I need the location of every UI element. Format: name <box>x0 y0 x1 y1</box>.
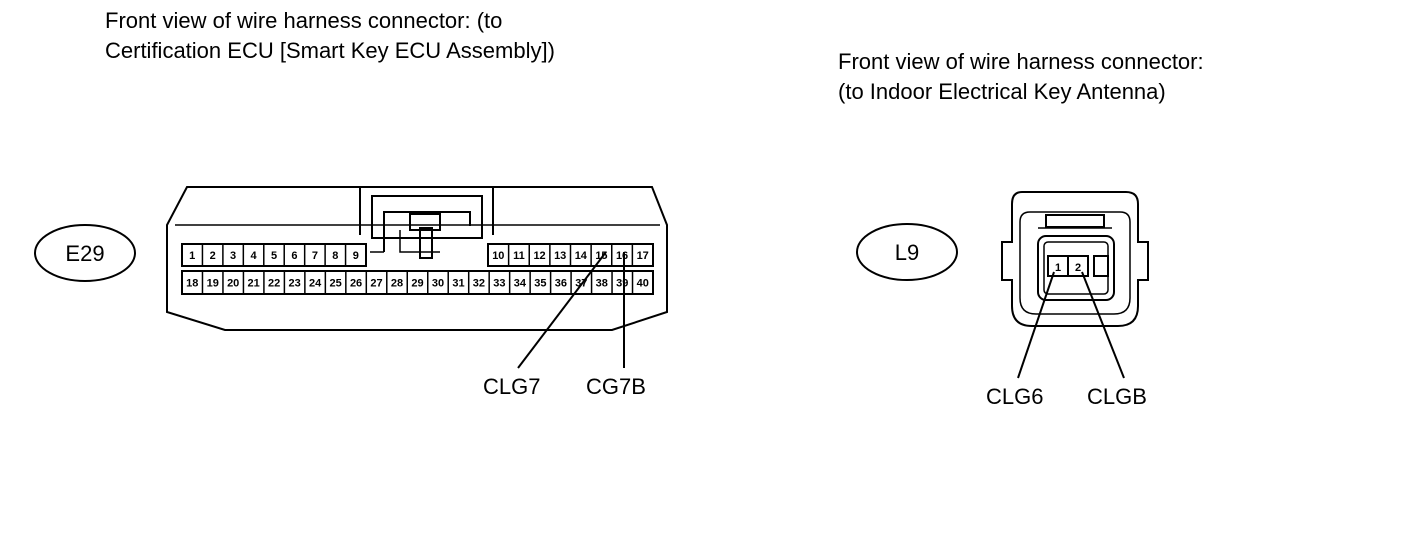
e29-pin-22: 22 <box>268 278 280 290</box>
e29-pin-11: 11 <box>513 250 525 262</box>
e29-wire-label-cg7b: CG7B <box>586 374 646 399</box>
l9-pin-2-box <box>1067 255 1089 277</box>
e29-pin-24: 24 <box>309 278 322 290</box>
e29-pin-38: 38 <box>596 278 608 290</box>
e29-pin-23: 23 <box>289 278 301 290</box>
right-connector-title: Front view of wire harness connector: (t… <box>838 47 1204 107</box>
e29-lower-block <box>181 270 654 295</box>
e29-pin-31: 31 <box>452 278 464 290</box>
e29-pin-6: 6 <box>291 250 297 262</box>
e29-code: E29 <box>65 241 104 266</box>
e29-pin-26: 26 <box>350 278 362 290</box>
e29-pin-19: 19 <box>207 278 219 290</box>
e29-badge-outline <box>34 224 136 282</box>
e29-pin-1: 1 <box>189 250 195 262</box>
e29-latch-sides <box>359 187 494 235</box>
e29-pin-39: 39 <box>616 278 628 290</box>
l9-leader-clg6 <box>1017 271 1055 379</box>
e29-pin-34: 34 <box>514 278 527 290</box>
l9-leader-clgb <box>1081 271 1125 379</box>
e29-upper-left-block <box>181 243 367 267</box>
e29-pin-25: 25 <box>329 278 341 290</box>
e29-latch-key <box>409 213 441 231</box>
l9-pin-2: 2 <box>1075 262 1081 274</box>
l9-connector-body <box>1001 191 1149 327</box>
e29-pins-top-left: 1 2 3 4 5 6 7 8 9 <box>189 244 359 266</box>
left-title-line-2: Certification ECU [Smart Key ECU Assembl… <box>105 38 555 63</box>
e29-pin-16: 16 <box>616 250 628 262</box>
e29-pin-29: 29 <box>411 278 423 290</box>
e29-latch-base <box>370 230 440 253</box>
e29-pin-4: 4 <box>250 250 257 262</box>
e29-pin-35: 35 <box>534 278 546 290</box>
e29-connector-body <box>166 186 668 331</box>
l9-wire-label-clg6: CLG6 <box>986 384 1043 409</box>
e29-pin-36: 36 <box>555 278 567 290</box>
l9-badge: L9 <box>856 223 958 281</box>
left-connector-title: Front view of wire harness connector: (t… <box>105 6 555 66</box>
e29-pin-9: 9 <box>353 250 359 262</box>
e29-pin-7: 7 <box>312 250 318 262</box>
e29-pin-20: 20 <box>227 278 239 290</box>
e29-pin-8: 8 <box>332 250 338 262</box>
l9-wire-leaders <box>1017 271 1125 379</box>
e29-pin-21: 21 <box>248 278 260 290</box>
e29-pin-30: 30 <box>432 278 444 290</box>
l9-cavity-outer <box>1037 235 1115 301</box>
e29-wire-leaders <box>517 251 625 369</box>
right-title-line-1: Front view of wire harness connector: <box>838 49 1204 74</box>
e29-pin-28: 28 <box>391 278 403 290</box>
e29-pin-33: 33 <box>493 278 505 290</box>
l9-code: L9 <box>895 240 919 265</box>
e29-housing <box>166 186 668 331</box>
e29-pin-17: 17 <box>637 250 649 262</box>
right-title-line-2: (to Indoor Electrical Key Antenna) <box>838 79 1166 104</box>
e29-leader-clg7 <box>517 251 607 369</box>
l9-pin-1: 1 <box>1055 262 1061 274</box>
e29-pin-10: 10 <box>492 250 504 262</box>
e29-pin-32: 32 <box>473 278 485 290</box>
e29-wire-label-clg7: CLG7 <box>483 374 540 399</box>
e29-pin-3: 3 <box>230 250 236 262</box>
e29-pin-18: 18 <box>186 278 198 290</box>
l9-wire-label-clgb: CLGB <box>1087 384 1147 409</box>
l9-latch <box>1045 214 1105 228</box>
l9-badge-outline <box>856 223 958 281</box>
e29-latch-frame <box>371 195 483 239</box>
l9-inner-shell <box>1019 211 1131 315</box>
e29-pins-bottom: 1819202122232425262728293031323334353637… <box>186 271 649 294</box>
left-title-line-1: Front view of wire harness connector: (t… <box>105 8 503 33</box>
e29-latch-stem <box>419 227 433 259</box>
e29-pin-12: 12 <box>533 250 545 262</box>
l9-housing <box>1001 191 1149 327</box>
e29-pin-40: 40 <box>637 278 649 290</box>
e29-pin-13: 13 <box>554 250 566 262</box>
e29-badge: E29 <box>34 224 136 282</box>
e29-pin-27: 27 <box>370 278 382 290</box>
e29-pin-5: 5 <box>271 250 277 262</box>
e29-latch-tab <box>383 211 471 252</box>
l9-key-box <box>1093 255 1109 277</box>
e29-pin-14: 14 <box>575 250 588 262</box>
e29-pin-2: 2 <box>210 250 216 262</box>
